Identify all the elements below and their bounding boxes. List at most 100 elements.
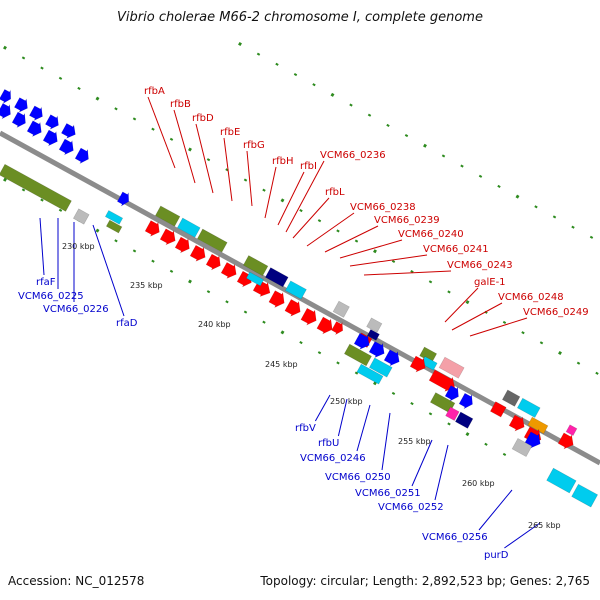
gene-box <box>527 416 549 435</box>
gene-arrow <box>74 147 89 165</box>
cyan-block <box>284 280 307 300</box>
olive-block <box>343 343 372 367</box>
olive-block <box>105 219 123 234</box>
red-cds-arrow <box>284 299 301 317</box>
leader-line <box>339 239 403 259</box>
tick-mark <box>132 249 137 253</box>
cds-arrow <box>29 105 43 121</box>
gene-label: VCM66_0252 <box>378 502 444 513</box>
gene-box <box>438 356 465 379</box>
gene-arrow <box>61 123 76 139</box>
gene-box <box>501 389 521 407</box>
gene-box <box>546 467 577 494</box>
cds-arrow <box>368 341 385 358</box>
leader-line <box>451 302 503 331</box>
gene-arrow <box>316 316 333 335</box>
red-block <box>489 401 507 418</box>
tick-mark <box>280 198 285 203</box>
gene-arrow <box>0 88 12 105</box>
tick-mark <box>447 422 451 426</box>
navy-block <box>366 329 380 341</box>
gene-arrow <box>189 244 206 262</box>
leader-line <box>277 171 305 226</box>
gene-label: VCM66_0250 <box>325 472 391 483</box>
leader-line <box>444 287 479 323</box>
kbp-label: 260 kbp <box>462 479 495 488</box>
tick-mark <box>354 371 359 375</box>
tick-mark <box>386 123 390 127</box>
tick-mark <box>521 331 525 335</box>
tick-mark <box>262 188 266 192</box>
gene-box <box>284 280 307 300</box>
tick-mark <box>188 279 192 284</box>
tick-mark <box>243 178 248 182</box>
gene-arrow <box>557 432 574 450</box>
tick-mark <box>299 340 303 345</box>
tick-mark <box>77 86 81 91</box>
tick-mark <box>280 330 285 335</box>
cyan-block <box>368 357 393 378</box>
map-title: Vibrio cholerae M66-2 chromosome I, comp… <box>117 10 483 25</box>
gene-label: VCM66_0243 <box>447 260 513 271</box>
topology-label: Topology: circular; Length: 2,892,523 bp… <box>260 574 590 588</box>
leader-line <box>324 225 379 253</box>
leader-line <box>469 317 528 337</box>
kbp-label: 240 kbp <box>198 320 231 329</box>
magenta-block <box>565 424 578 437</box>
cds-arrow <box>11 111 26 129</box>
tick-mark <box>151 259 155 263</box>
gene-box <box>343 343 372 367</box>
gene-label: rfaD <box>116 318 138 329</box>
tick-mark <box>188 147 192 152</box>
kbp-label: 235 kbp <box>130 281 163 290</box>
tick-mark <box>391 391 396 395</box>
gene-arrow <box>42 129 58 147</box>
tick-mark <box>465 432 470 437</box>
cds-arrow <box>0 88 12 105</box>
tick-mark <box>571 225 575 229</box>
tick-mark <box>312 83 316 87</box>
leader-line <box>381 412 391 471</box>
gene-features <box>0 88 599 508</box>
tick-mark <box>293 72 298 77</box>
gene-arrow <box>29 105 43 121</box>
gene-box <box>105 219 123 234</box>
gray-block <box>332 300 350 318</box>
tick-mark <box>40 198 44 202</box>
gene-label: rfbV <box>295 423 316 434</box>
leader-line <box>349 254 428 267</box>
gene-arrow <box>284 299 301 317</box>
leader-line <box>195 123 214 194</box>
red-cds-arrow <box>300 307 317 326</box>
red-cds-arrow <box>508 414 525 432</box>
kbp-label: 250 kbp <box>330 397 363 406</box>
tick-mark <box>558 351 562 355</box>
orange-block <box>527 416 549 435</box>
tick-mark <box>502 452 507 457</box>
cds-arrow <box>74 147 89 165</box>
pink-block <box>438 356 465 379</box>
gene-box <box>565 424 578 437</box>
tick-mark <box>132 117 137 121</box>
gene-arrow <box>205 253 221 271</box>
gene-label: VCM66_0226 <box>43 304 109 315</box>
tick-mark <box>410 402 414 406</box>
tick-mark <box>95 228 100 233</box>
tick-mark <box>114 107 118 111</box>
tick-mark <box>428 280 433 284</box>
tick-mark <box>238 42 242 46</box>
leader-line <box>92 224 125 317</box>
tick-mark <box>367 113 372 117</box>
gene-box <box>366 317 383 333</box>
gene-box <box>445 406 460 421</box>
gene-arrow <box>45 114 59 130</box>
gene-arrow <box>14 97 28 113</box>
tick-mark <box>256 52 261 56</box>
gene-box <box>511 437 533 458</box>
cds-arrow <box>117 191 130 207</box>
leader-line <box>147 96 176 169</box>
leader-line <box>39 217 45 276</box>
gene-label: rfaF <box>36 277 56 288</box>
cds-arrow <box>58 138 74 156</box>
